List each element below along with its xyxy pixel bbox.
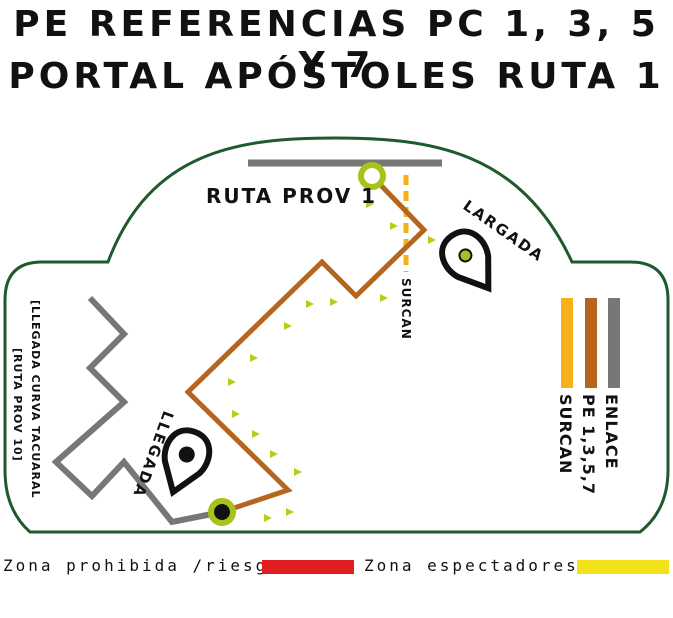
stage-route bbox=[184, 174, 428, 515]
legend-bar-surcan bbox=[561, 298, 573, 388]
spectator-arrows bbox=[228, 200, 436, 522]
road-label: RUTA PROV 1 bbox=[206, 184, 377, 208]
legend-bar-link bbox=[608, 298, 620, 388]
spectator-zone-label: Zona espectadores bbox=[364, 556, 579, 575]
legend-label-stage: PE 1,3,5,7 bbox=[579, 394, 598, 495]
link-route bbox=[51, 295, 223, 526]
legend-label-link: ENLACE bbox=[602, 394, 621, 470]
spectator-zone-swatch bbox=[577, 560, 669, 574]
prohibited-zone-label: Zona prohibida /riesgo bbox=[3, 556, 281, 575]
surcan-label: SURCAN bbox=[399, 278, 413, 340]
side-note-line-2: [RUTA PROV 10] bbox=[11, 348, 24, 462]
side-note-line-1: [LLEGADA CURVA TACUARAL bbox=[29, 300, 42, 499]
legend-bar-stage bbox=[585, 298, 597, 388]
route-end-marker bbox=[208, 498, 236, 526]
title-line-2: PORTAL APÓSTOLES RUTA 1 bbox=[8, 56, 665, 97]
legend-label-surcan: SURCAN bbox=[556, 394, 575, 474]
finish-pin-icon bbox=[161, 427, 213, 498]
prohibited-zone-swatch bbox=[262, 560, 354, 574]
route-start-marker bbox=[358, 162, 386, 190]
title-line-1: PE REFERENCIAS PC 1, 3, 5 Y 7 bbox=[13, 4, 660, 86]
start-pin-icon bbox=[439, 228, 492, 293]
map-border bbox=[3, 136, 670, 534]
